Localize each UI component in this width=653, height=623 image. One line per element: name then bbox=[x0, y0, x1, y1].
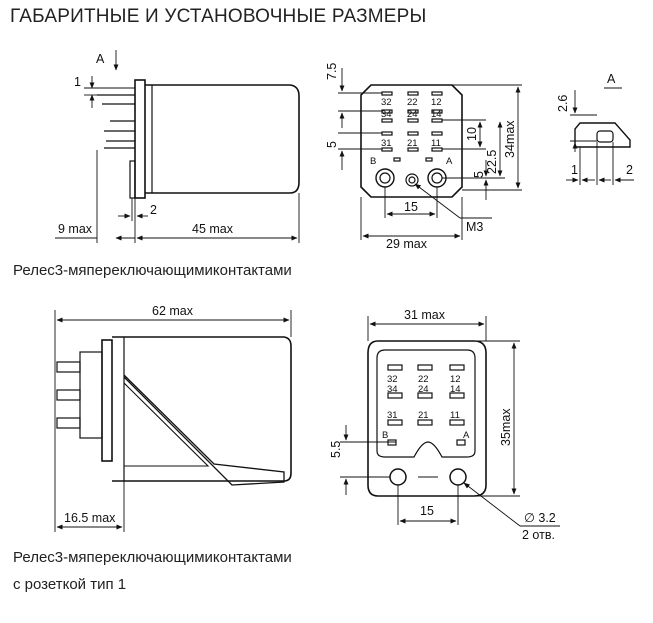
dim-62max: 62 max bbox=[152, 304, 194, 318]
socket-label-b: В bbox=[382, 430, 388, 441]
dim-31max: 31 max bbox=[404, 308, 446, 322]
svg-text:34: 34 bbox=[387, 384, 398, 395]
fig4-dimensions: 62 max 16.5 max bbox=[54, 304, 292, 532]
dim-22-5: 22.5 bbox=[485, 150, 499, 174]
pin-label-a: А bbox=[446, 156, 453, 167]
fig5-pin-labels: 32 22 12 34 24 14 31 21 11 В А bbox=[382, 374, 470, 441]
caption-relay-socket-line2: с розеткой тип 1 bbox=[13, 576, 127, 593]
dim-34max: 34max bbox=[503, 120, 517, 158]
dim-7-5: 7.5 bbox=[325, 63, 339, 80]
fig2-pin-labels: 32 22 12 34 24 14 31 21 11 В А bbox=[370, 97, 453, 167]
svg-text:22: 22 bbox=[418, 374, 429, 385]
dim-5-left: 5 bbox=[325, 141, 339, 148]
view-a-detail bbox=[570, 122, 631, 148]
fig5-dimensions: 31 max 35max 5.5 15 ∅ 3.2 2 отв. bbox=[329, 308, 560, 542]
dim-29max: 29 max bbox=[386, 237, 428, 251]
svg-text:32: 32 bbox=[381, 97, 392, 108]
relay-pin-view bbox=[360, 84, 463, 198]
socket-label-a: А bbox=[463, 430, 470, 441]
view-a-label: А bbox=[96, 52, 105, 66]
pin-label-b: В bbox=[370, 156, 376, 167]
dim-15-socket: 15 bbox=[420, 504, 434, 518]
svg-text:12: 12 bbox=[431, 97, 442, 108]
svg-text:24: 24 bbox=[418, 384, 429, 395]
dim-1-detail: 1 bbox=[571, 163, 578, 177]
dim-5-5: 5.5 bbox=[329, 441, 343, 458]
fig3-dimensions: А 2.6 1 2 bbox=[556, 72, 634, 185]
fig2-dimensions: 7.5 5 10 22.5 5 34max 15 29 max bbox=[325, 63, 522, 251]
svg-text:32: 32 bbox=[387, 374, 398, 385]
dim-45max: 45 max bbox=[192, 222, 234, 236]
caption-relay: Релес3-мяпереключающимиконтактами bbox=[13, 262, 292, 279]
svg-text:24: 24 bbox=[407, 109, 418, 120]
dim-35max: 35max bbox=[499, 408, 513, 446]
svg-text:22: 22 bbox=[407, 97, 418, 108]
dim-5-right: 5 bbox=[472, 171, 486, 178]
svg-text:14: 14 bbox=[431, 109, 442, 120]
dim-2: 2 bbox=[150, 203, 157, 217]
hole-count: 2 отв. bbox=[522, 528, 555, 542]
view-a-title: А bbox=[607, 72, 616, 86]
hole-diameter: ∅ 3.2 bbox=[524, 511, 556, 525]
svg-text:14: 14 bbox=[450, 384, 461, 395]
dim-1: 1 bbox=[74, 75, 81, 89]
caption-relay-socket-line1: Релес3-мяпереключающимиконтактами bbox=[13, 549, 292, 566]
dim-2-6: 2.6 bbox=[556, 95, 570, 112]
dim-15: 15 bbox=[404, 200, 418, 214]
fig1-dimensions: А 1 9 max 45 max 2 bbox=[55, 50, 300, 243]
svg-text:11: 11 bbox=[431, 138, 441, 149]
svg-text:11: 11 bbox=[450, 410, 460, 421]
dim-9max: 9 max bbox=[58, 222, 93, 236]
svg-text:31: 31 bbox=[387, 410, 398, 421]
dim-2-detail: 2 bbox=[626, 163, 633, 177]
relay-side-view bbox=[97, 79, 300, 199]
svg-text:21: 21 bbox=[407, 138, 418, 149]
socket-side-view bbox=[56, 336, 292, 486]
svg-text:34: 34 bbox=[381, 109, 392, 120]
screw-m3-label: М3 bbox=[466, 220, 483, 234]
svg-text:21: 21 bbox=[418, 410, 429, 421]
svg-text:31: 31 bbox=[381, 138, 392, 149]
dim-16-5max: 16.5 max bbox=[64, 511, 116, 525]
page-title: ГАБАРИТНЫЕ И УСТАНОВОЧНЫЕ РАЗМЕРЫ bbox=[10, 6, 427, 27]
svg-text:12: 12 bbox=[450, 374, 461, 385]
dim-10: 10 bbox=[465, 127, 479, 141]
